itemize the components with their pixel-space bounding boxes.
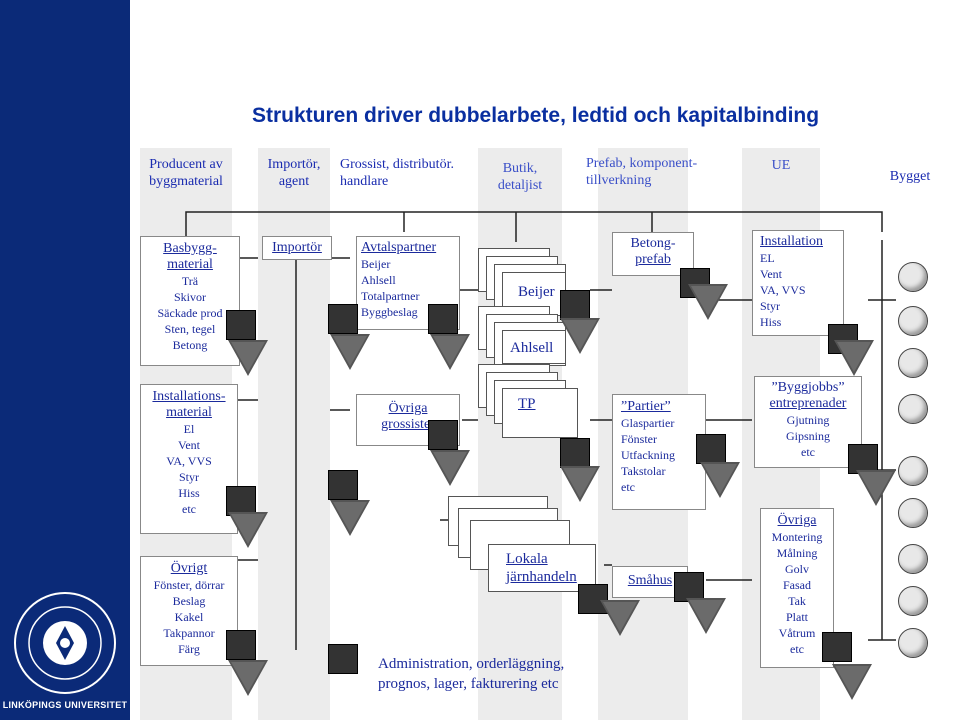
box-basbyggmaterial: Basbygg- material Trä Skivor Säckade pro… bbox=[140, 236, 240, 366]
inventory-triangle bbox=[832, 664, 872, 700]
inventory-square bbox=[696, 434, 726, 464]
inventory-square bbox=[226, 630, 256, 660]
inventory-square bbox=[560, 290, 590, 320]
box-importor: Importör bbox=[262, 236, 332, 260]
inventory-triangle bbox=[834, 340, 874, 376]
inventory-square bbox=[428, 304, 458, 334]
site-circle bbox=[898, 262, 928, 292]
inventory-square bbox=[560, 438, 590, 468]
inventory-square bbox=[226, 310, 256, 340]
inventory-triangle bbox=[228, 340, 268, 376]
label-lokala-jarnhandeln: Lokala järnhandeln bbox=[506, 551, 577, 585]
site-circle bbox=[898, 456, 928, 486]
sidebar-band bbox=[0, 0, 130, 720]
header-importor: Importör,agent bbox=[267, 157, 321, 189]
site-circle bbox=[898, 586, 928, 616]
inventory-square bbox=[328, 644, 358, 674]
site-circle bbox=[898, 394, 928, 424]
label-ahlsell: Ahlsell bbox=[510, 340, 554, 356]
header-prefab: Prefab, komponent-tillverkning bbox=[586, 156, 698, 188]
box-partier: ”Partier” Glaspartier Fönster Utfackning… bbox=[612, 394, 706, 510]
inventory-triangle bbox=[700, 462, 740, 498]
inventory-square bbox=[428, 420, 458, 450]
admin-caption: Administration, orderläggning,prognos, l… bbox=[378, 656, 565, 692]
stack-tp-front bbox=[502, 388, 578, 438]
inventory-triangle bbox=[330, 500, 370, 536]
university-logo bbox=[14, 592, 116, 694]
header-bygget: Bygget bbox=[889, 169, 931, 184]
box-installation: Installation EL Vent VA, VVS Styr Hiss bbox=[752, 230, 844, 336]
inventory-triangle bbox=[688, 284, 728, 320]
box-installationsmaterial: Installations- material El Vent VA, VVS … bbox=[140, 384, 238, 534]
inventory-triangle bbox=[228, 660, 268, 696]
inventory-triangle bbox=[560, 466, 600, 502]
header-butik: Butik,detaljist bbox=[497, 161, 543, 193]
box-byggjobbs: ”Byggjobbs” entreprenader Gjutning Gipsn… bbox=[754, 376, 862, 468]
inventory-triangle bbox=[600, 600, 640, 636]
inventory-triangle bbox=[560, 318, 600, 354]
stack-ahlsell-front bbox=[502, 330, 566, 364]
label-tp: TP bbox=[518, 396, 536, 412]
box-ovrigt: Övrigt Fönster, dörrar Beslag Kakel Takp… bbox=[140, 556, 238, 666]
site-circle bbox=[898, 348, 928, 378]
site-circle bbox=[898, 498, 928, 528]
inventory-square bbox=[328, 470, 358, 500]
page-title: Strukturen driver dubbelarbete, ledtid o… bbox=[252, 104, 820, 127]
header-ue: UE bbox=[771, 158, 791, 173]
inventory-square bbox=[328, 304, 358, 334]
inventory-triangle bbox=[856, 470, 896, 506]
label-beijer: Beijer bbox=[518, 284, 555, 300]
inventory-triangle bbox=[228, 512, 268, 548]
inventory-triangle bbox=[330, 334, 370, 370]
inventory-triangle bbox=[686, 598, 726, 634]
box-smahus: Småhus bbox=[612, 566, 688, 598]
site-circle bbox=[898, 628, 928, 658]
inventory-triangle bbox=[430, 450, 470, 486]
inventory-square bbox=[226, 486, 256, 516]
site-circle bbox=[898, 544, 928, 574]
header-grossist: Grossist, distributör.handlare bbox=[340, 157, 454, 189]
site-circle bbox=[898, 306, 928, 336]
box-ovriga-ue: Övriga Montering Målning Golv Fasad Tak … bbox=[760, 508, 834, 668]
university-name: LINKÖPINGS UNIVERSITET bbox=[2, 700, 128, 710]
inventory-square bbox=[822, 632, 852, 662]
box-avtalspartner: Avtalspartner Beijer Ahlsell Totalpartne… bbox=[356, 236, 460, 330]
inventory-triangle bbox=[430, 334, 470, 370]
